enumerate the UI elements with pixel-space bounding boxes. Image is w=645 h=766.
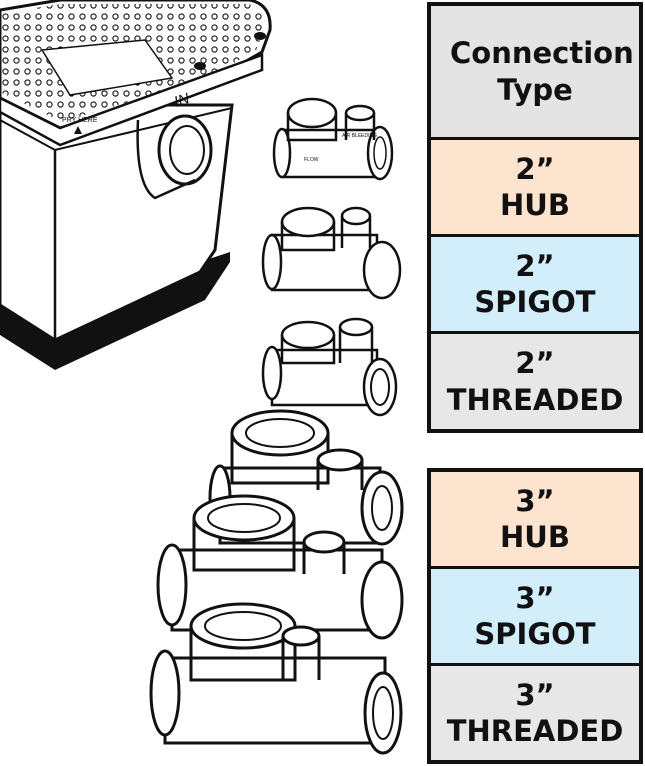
- row-size: 3”: [515, 677, 555, 712]
- row-size: 3”: [515, 580, 555, 615]
- row-size: 2”: [515, 346, 555, 381]
- valve-box: IN PRY HERE: [0, 0, 272, 370]
- row-size: 3”: [515, 483, 555, 518]
- valve-2in-spigot: [261, 206, 402, 300]
- valve-flow-label: FLOW: [304, 157, 319, 163]
- table-row-2in-spigot: 2”SPIGOT: [431, 237, 639, 334]
- row-type: SPIGOT: [474, 285, 596, 319]
- valve-2in-hub: FLOW AIR BLEEDING: [272, 97, 394, 181]
- lid-label-in: IN: [172, 90, 192, 111]
- connection-table-2in: Connection Type 2”HUB 2”SPIGOT 2”THREADE…: [427, 2, 643, 433]
- row-size: 2”: [515, 151, 555, 186]
- table-row-2in-threaded: 2”THREADED: [431, 334, 639, 429]
- table-row-3in-spigot: 3”SPIGOT: [431, 569, 639, 666]
- row-type: THREADED: [446, 714, 624, 748]
- table-row-3in-hub: 3”HUB: [431, 472, 639, 569]
- table-row-2in-hub: 2”HUB: [431, 140, 639, 237]
- valve-air-label: AIR BLEEDING: [342, 133, 377, 139]
- valve-illustration: IN PRY HERE FLOW AIR BLEEDING: [0, 0, 404, 755]
- row-type: SPIGOT: [474, 617, 596, 651]
- table-header-label: Connection Type: [450, 36, 634, 107]
- valve-3in-threaded: [149, 602, 403, 755]
- row-size: 2”: [515, 248, 555, 283]
- table-header: Connection Type: [431, 6, 639, 140]
- row-type: HUB: [500, 188, 570, 222]
- lid-label-pry: PRY HERE: [62, 117, 98, 124]
- valve-3in-spigot: [156, 494, 404, 640]
- valve-2in-threaded: [261, 317, 398, 417]
- row-type: HUB: [500, 520, 570, 554]
- connection-table-3in: 3”HUB 3”SPIGOT 3”THREADED: [427, 468, 643, 764]
- row-type: THREADED: [446, 382, 624, 417]
- table-row-3in-threaded: 3”THREADED: [431, 666, 639, 760]
